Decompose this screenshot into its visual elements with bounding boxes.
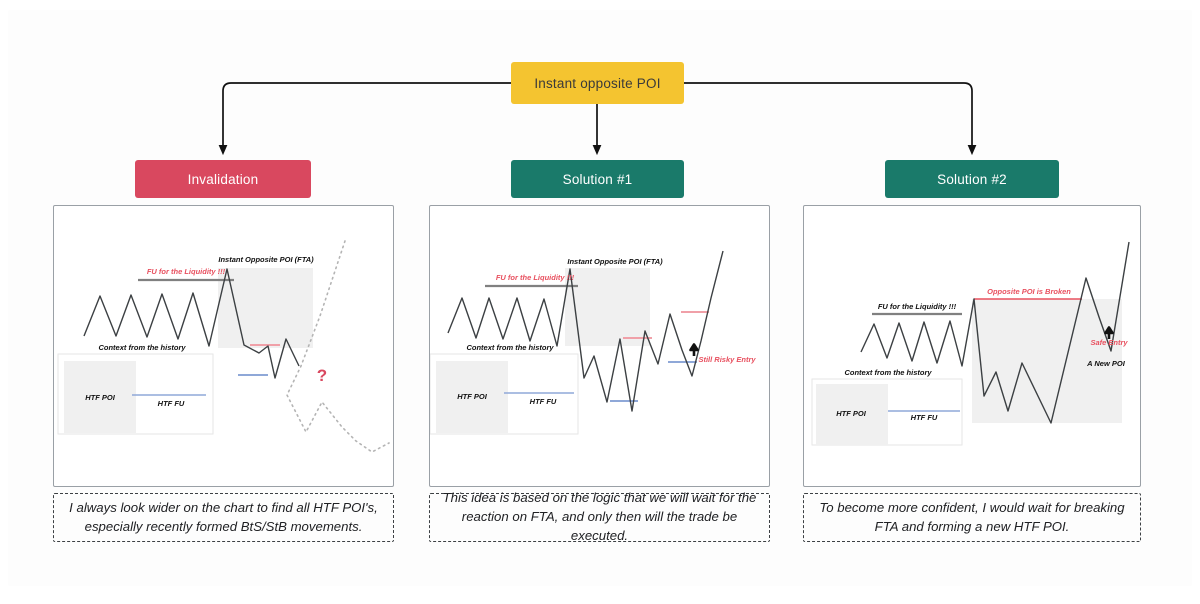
label-context-history: Context from the history [98,343,186,352]
zone-instant-opposite-poi [565,268,650,346]
chart-panel-invalidation: FU for the Liquidity !!! Instant Opposit… [53,205,394,487]
label-htf-poi: HTF POI [85,393,115,402]
node-invalidation[interactable]: Invalidation [135,160,311,198]
label-fu-liquidity: FU for the Liquidity !!! [878,302,957,311]
zone-htf-poi [64,361,136,433]
node-solution-2[interactable]: Solution #2 [885,160,1059,198]
chart-solution-2: FU for the Liquidity !!! Opposite POI is… [811,241,1130,446]
chart-panel-solution-2: FU for the Liquidity !!! Opposite POI is… [803,205,1141,487]
label-a-new-poi: A New POI [1086,359,1126,368]
label-htf-fu: HTF FU [530,397,557,406]
price-line [860,241,1130,424]
node-root-label: Instant opposite POI [534,75,661,91]
caption-solution-1-text: This idea is based on the logic that we … [442,490,757,543]
label-safe-entry: Safe Entry [1090,338,1128,347]
chart-solution-1: FU for the Liquidity !!! Instant Opposit… [430,250,756,435]
label-htf-poi: HTF POI [457,392,487,401]
node-solution-1-label: Solution #1 [562,171,633,187]
zone-new-poi [972,299,1122,423]
caption-invalidation: I always look wider on the chart to find… [53,493,394,542]
price-line [447,250,724,412]
label-opposite-poi-broken: Opposite POI is Broken [987,287,1071,296]
caption-solution-2-text: To become more confident, I would wait f… [819,499,1125,534]
price-line [83,268,300,379]
label-instant-opposite-poi: Instant Opposite POI (FTA) [218,255,314,264]
label-context-history: Context from the history [844,368,932,377]
node-solution-2-label: Solution #2 [937,171,1007,187]
entry-arrow-icon [1104,326,1114,339]
chart-panel-solution-1: FU for the Liquidity !!! Instant Opposit… [429,205,770,487]
label-htf-poi: HTF POI [836,409,866,418]
node-solution-1[interactable]: Solution #1 [511,160,684,198]
entry-arrow-icon [689,343,699,356]
node-invalidation-label: Invalidation [187,171,259,187]
caption-solution-1: This idea is based on the logic that we … [429,490,770,543]
label-htf-fu: HTF FU [158,399,185,408]
caption-solution-2: To become more confident, I would wait f… [803,493,1141,542]
label-instant-opposite-poi: Instant Opposite POI (FTA) [567,257,663,266]
label-fu-liquidity: FU for the Liquidity !!! [147,267,226,276]
label-question-mark: ? [317,366,327,385]
zone-htf-poi [436,361,508,433]
label-htf-fu: HTF FU [911,413,938,422]
label-fu-liquidity: FU for the Liquidity !!! [496,273,575,282]
node-instant-opposite-poi[interactable]: Instant opposite POI [511,62,684,104]
projection-line [286,240,390,453]
caption-invalidation-text: I always look wider on the chart to find… [69,499,378,534]
zone-htf-poi [816,384,888,445]
zone-instant-opposite-poi [218,268,313,348]
chart-invalidation: FU for the Liquidity !!! Instant Opposit… [57,240,390,453]
label-still-risky-entry: Still Risky Entry [698,355,756,364]
label-context-history: Context from the history [466,343,554,352]
